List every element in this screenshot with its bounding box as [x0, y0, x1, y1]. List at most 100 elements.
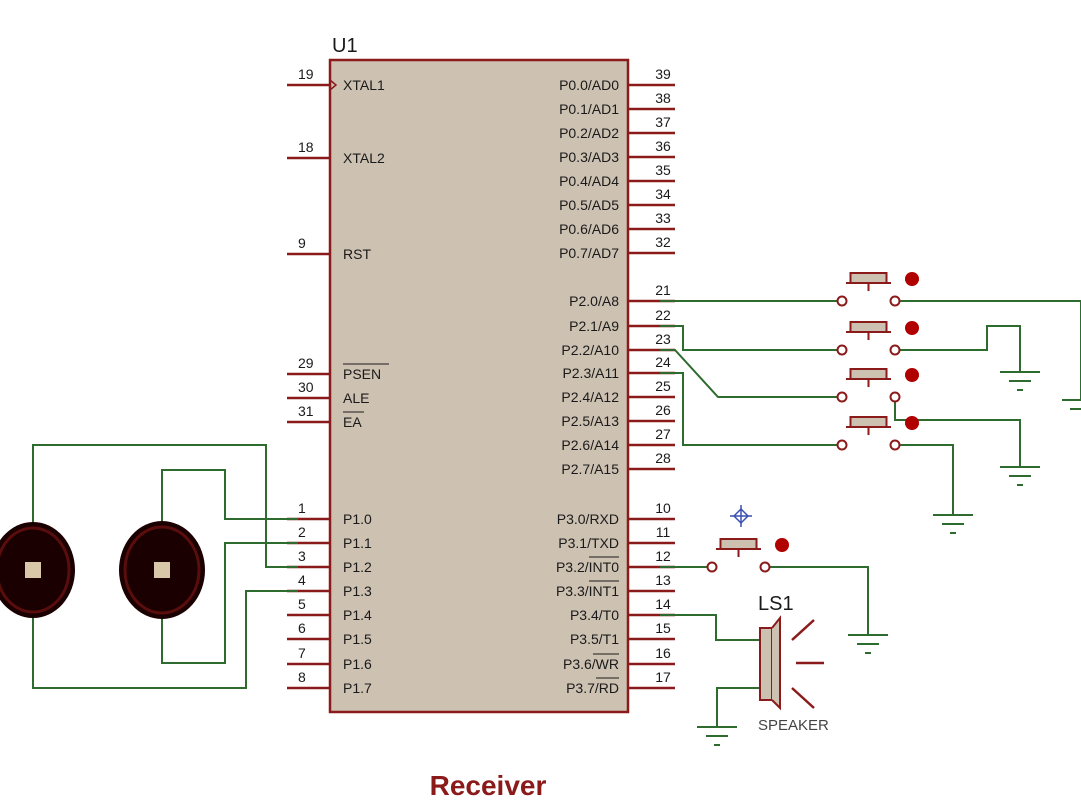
- left-pin[interactable]: 7P1.6: [287, 645, 372, 672]
- pin-number: 3: [298, 548, 306, 564]
- speaker[interactable]: [759, 615, 824, 711]
- wire-speaker-gnd[interactable]: [716, 687, 760, 727]
- ground-icon: [697, 726, 737, 746]
- pin-number: 24: [655, 354, 671, 370]
- wire-btn5-gnd[interactable]: [765, 566, 869, 635]
- pin-number: 23: [655, 331, 671, 347]
- chip-ref-label: U1: [332, 35, 358, 57]
- pin-name: P1.2: [343, 559, 372, 575]
- speaker-type-label: SPEAKER: [758, 717, 829, 734]
- pin-name: P1.4: [343, 607, 372, 623]
- push-button[interactable]: [706, 538, 790, 573]
- pin-number: 18: [298, 139, 314, 155]
- motor-b[interactable]: [119, 521, 205, 619]
- left-pin[interactable]: 6P1.5: [287, 620, 372, 647]
- wire-p21-btn2[interactable]: [660, 325, 842, 351]
- pin-name: XTAL2: [343, 150, 385, 166]
- wire-motor-b-top[interactable]: [161, 469, 298, 548]
- pin-name: P3.1/TXD: [558, 535, 619, 551]
- pin-number: 22: [655, 307, 671, 323]
- wire-btn4-right[interactable]: [895, 444, 954, 515]
- pin-number: 26: [655, 402, 671, 418]
- pin-name: P0.7/AD7: [559, 245, 619, 261]
- pin-name: P2.3/A11: [562, 365, 619, 381]
- pin-number: 5: [298, 596, 306, 612]
- pin-name: P0.6/AD6: [559, 221, 619, 237]
- wire-motor-b-bottom[interactable]: [161, 542, 298, 664]
- wire-motor-a-bottom[interactable]: [32, 590, 298, 689]
- pin-name: P0.3/AD3: [559, 149, 619, 165]
- pin-number: 38: [655, 90, 671, 106]
- pin-name: P1.6: [343, 656, 372, 672]
- push-button[interactable]: [836, 272, 920, 307]
- crosshair-cursor-icon: [730, 505, 752, 527]
- clock-marker-icon: [329, 79, 338, 91]
- motor-a[interactable]: [0, 522, 75, 618]
- push-button[interactable]: [836, 416, 920, 451]
- pin-number: 13: [655, 572, 671, 588]
- wire-btn3-right[interactable]: [894, 397, 1021, 467]
- pin-number: 10: [655, 500, 671, 516]
- pin-number: 7: [298, 645, 306, 661]
- pin-number: 37: [655, 114, 671, 130]
- pin-number: 29: [298, 355, 314, 371]
- left-pin[interactable]: 5P1.4: [287, 596, 372, 623]
- pin-name: P2.4/A12: [561, 389, 619, 405]
- pin-name: P3.2/INT0: [556, 559, 619, 575]
- pin-number: 1: [298, 500, 306, 516]
- pin-name: P0.0/AD0: [559, 77, 619, 93]
- pin-number: 35: [655, 162, 671, 178]
- pin-name: P1.0: [343, 511, 372, 527]
- wire-motor-a-top[interactable]: [32, 444, 298, 568]
- ground-icon: [1000, 371, 1040, 391]
- wire-p34-speaker[interactable]: [660, 614, 760, 641]
- pin-number: 6: [298, 620, 306, 636]
- wire-btn2-right[interactable]: [895, 325, 1021, 372]
- pin-name: EA: [343, 414, 362, 430]
- left-pin[interactable]: 8P1.7: [287, 669, 372, 696]
- pin-number: 15: [655, 620, 671, 636]
- pin-name: P0.4/AD4: [559, 173, 619, 189]
- speaker-ref-label: LS1: [758, 593, 794, 615]
- chip-body[interactable]: [328, 58, 630, 714]
- pin-name: P1.5: [343, 631, 372, 647]
- pin-name: P2.5/A13: [561, 413, 619, 429]
- wire-p23-btn4[interactable]: [660, 372, 842, 446]
- pin-name: P0.5/AD5: [559, 197, 619, 213]
- ground-icon: [1000, 466, 1040, 486]
- wire-p22-btn3[interactable]: [660, 349, 842, 398]
- push-button[interactable]: [836, 321, 920, 356]
- push-button[interactable]: [836, 368, 920, 403]
- pin-number: 14: [655, 596, 671, 612]
- pin-name: P1.7: [343, 680, 372, 696]
- ground-icon: [933, 514, 973, 534]
- pin-name: P0.1/AD1: [559, 101, 619, 117]
- wires: [32, 300, 1081, 727]
